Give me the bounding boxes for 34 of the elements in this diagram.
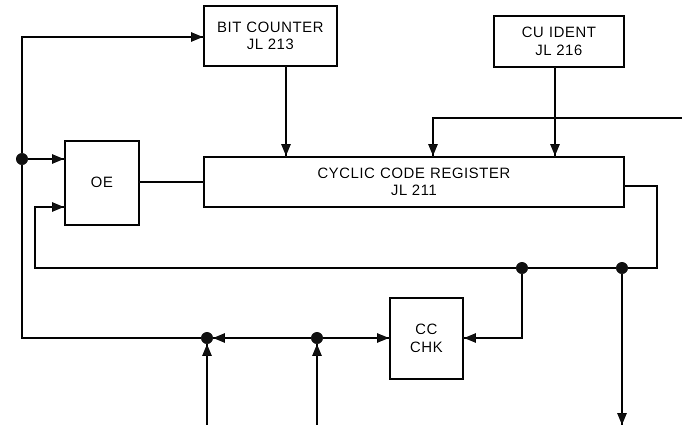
connector-line xyxy=(140,181,203,183)
block-box xyxy=(203,5,338,67)
junction-dot xyxy=(516,262,528,274)
arrow xyxy=(464,274,523,343)
block-box xyxy=(203,156,625,208)
connector-line xyxy=(528,267,616,269)
connector-line xyxy=(625,185,658,269)
arrow xyxy=(428,117,682,156)
arrow xyxy=(34,202,516,269)
arrow xyxy=(617,274,627,425)
junction-dot xyxy=(16,153,28,165)
arrow xyxy=(28,154,64,164)
part-number: JL 213 xyxy=(246,36,294,54)
part-number: JL 211 xyxy=(390,182,438,200)
connector-line xyxy=(21,165,201,339)
junction-dot xyxy=(201,332,213,344)
block-label: CC CHK xyxy=(408,321,444,356)
block-label: CYCLIC CODE REGISTER xyxy=(317,164,511,182)
block-box xyxy=(493,15,625,68)
junction-dot xyxy=(311,332,323,344)
block-box xyxy=(389,297,464,380)
arrow xyxy=(550,68,560,156)
block-label: OE xyxy=(90,174,114,192)
arrow xyxy=(323,333,389,343)
block-label: CU IDENT xyxy=(522,24,596,42)
arrow xyxy=(281,67,291,156)
block-box xyxy=(64,140,140,226)
arrow xyxy=(312,344,322,425)
part-number: JL 216 xyxy=(535,42,583,59)
arrow xyxy=(213,333,311,343)
block-label: BIT COUNTER xyxy=(217,18,324,36)
arrow xyxy=(21,32,203,153)
arrow xyxy=(202,344,212,425)
junction-dot xyxy=(616,262,628,274)
